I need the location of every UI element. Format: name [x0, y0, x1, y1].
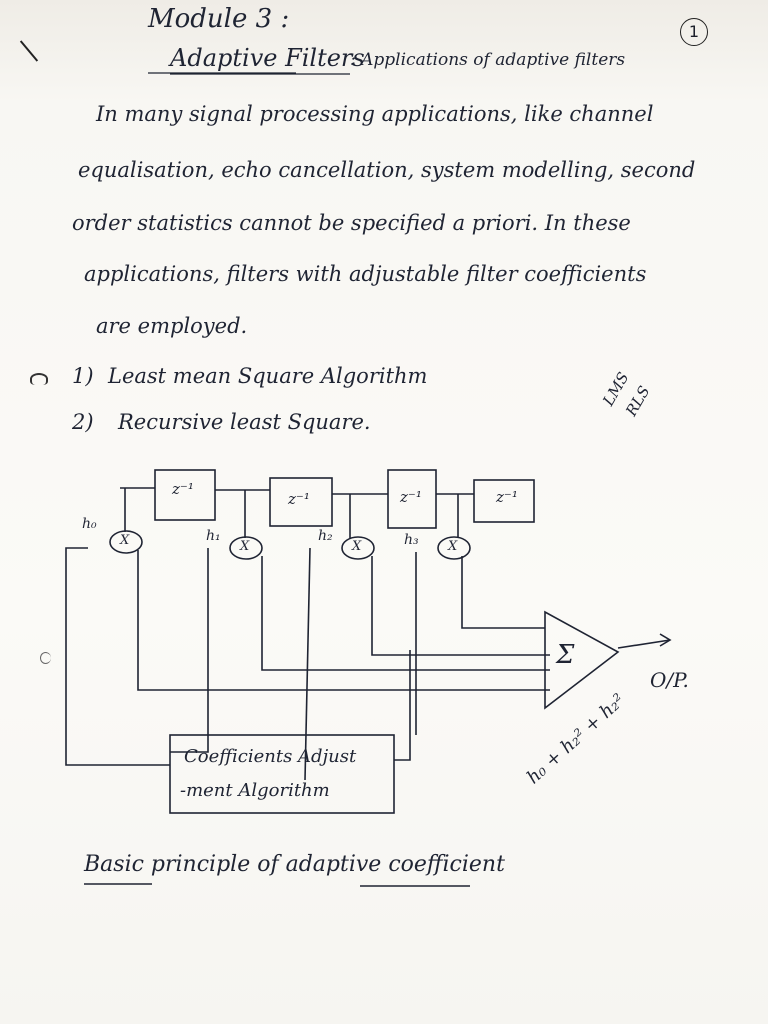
delay-label-1: z⁻¹ — [172, 480, 194, 498]
delay-label-2: z⁻¹ — [288, 490, 310, 508]
delay-box-1 — [154, 469, 216, 521]
body-line-1: In many signal processing applications, … — [96, 102, 654, 126]
summer-block — [544, 610, 620, 710]
coefficient-adjustment-block — [169, 734, 395, 814]
caption-line: Basic principle of adaptive coefficient — [84, 852, 505, 877]
multiplier-3 — [341, 536, 375, 560]
delay-label-4: z⁻¹ — [496, 488, 518, 506]
multiplier-1 — [109, 530, 143, 554]
block-label-line-1: Coefficients Adjust — [184, 746, 357, 767]
delay-label-3: z⁻¹ — [400, 488, 422, 506]
module-title: Module 3 : — [148, 4, 290, 34]
body-line-2: equalisation, echo cancellation, system … — [78, 158, 696, 182]
margin-mark — [40, 652, 51, 664]
weight-label-h3: h₃ — [404, 532, 419, 548]
block-label-line-2: -ment Algorithm — [180, 780, 330, 801]
body-line-3: order statistics cannot be specified a p… — [72, 211, 631, 235]
multiplier-symbol-3: X — [352, 539, 362, 554]
delay-box-4 — [473, 479, 535, 523]
page-number-circle: 1 — [680, 18, 708, 46]
weight-label-h2: h₂ — [318, 528, 333, 544]
algorithm-number-2: 2) — [72, 410, 94, 434]
output-line — [617, 639, 671, 649]
body-line-5: are employed. — [96, 314, 248, 338]
multiplier-2 — [229, 536, 263, 560]
output-label: O/P. — [650, 668, 689, 692]
algorithm-label-2: Recursive least Square. — [118, 410, 371, 434]
multiplier-symbol-1: X — [120, 533, 130, 548]
multiplier-symbol-4: X — [448, 539, 458, 554]
heading-topic: Adaptive Filters — [170, 44, 365, 72]
heading-subtitle: : Applications of adaptive filters — [350, 50, 626, 70]
body-line-4: applications, filters with adjustable fi… — [84, 262, 647, 286]
bullet-mark — [30, 373, 48, 385]
sigma-symbol: Σ — [556, 640, 575, 670]
algorithm-number-1: 1) — [72, 364, 94, 388]
weight-label-h1: h₁ — [206, 528, 221, 544]
delay-box-2 — [269, 477, 333, 527]
delay-box-3 — [387, 469, 437, 529]
multiplier-symbol-2: X — [240, 539, 250, 554]
multiplier-4 — [437, 536, 471, 560]
weight-label-h0: h₀ — [82, 516, 97, 532]
algorithm-label-1: Least mean Square Algorithm — [108, 364, 428, 388]
